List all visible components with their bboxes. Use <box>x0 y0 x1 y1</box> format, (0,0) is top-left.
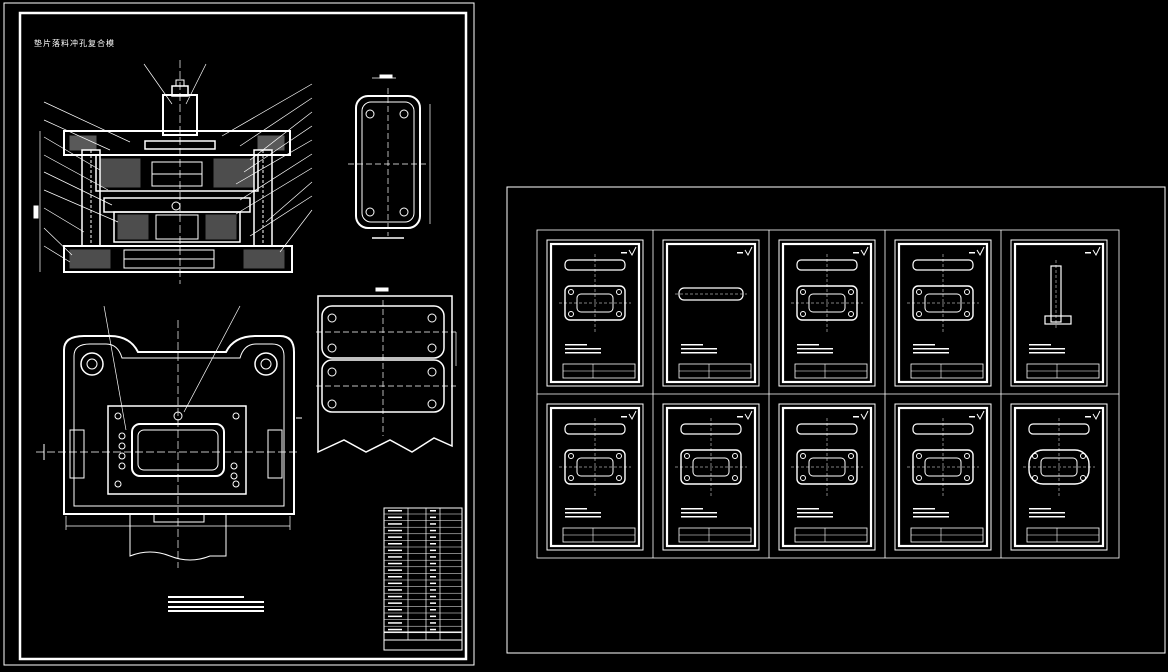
part-thumbnail[interactable] <box>894 239 992 387</box>
lower-die-plan-view <box>36 305 302 568</box>
part-thumbnail[interactable] <box>662 403 760 551</box>
bom-rows <box>384 510 462 634</box>
technical-notes <box>168 596 264 612</box>
main-assembly-sheet[interactable] <box>3 2 475 666</box>
part-thumbnail[interactable] <box>546 403 644 551</box>
part-thumbnail[interactable] <box>778 239 876 387</box>
sheet-title: 垫片落料冲孔复合模 <box>34 39 115 48</box>
sheet-inner-border <box>18 11 468 661</box>
bill-of-materials-table <box>383 507 463 651</box>
part-thumbnail[interactable] <box>1010 239 1108 387</box>
die-section-view <box>33 60 313 284</box>
part-thumbnail[interactable] <box>662 239 760 387</box>
part-sheet-border <box>506 186 1166 654</box>
blank-part-view <box>348 74 431 239</box>
part-thumbnail[interactable] <box>546 239 644 387</box>
part-thumbnail[interactable] <box>1010 403 1108 551</box>
part-thumbnails <box>546 239 1108 551</box>
strip-layout-view <box>316 287 457 454</box>
sheet-outer-border <box>3 2 475 666</box>
part-thumbnail[interactable] <box>778 403 876 551</box>
part-drawings-sheet[interactable] <box>506 186 1166 654</box>
part-thumbnail[interactable] <box>894 403 992 551</box>
